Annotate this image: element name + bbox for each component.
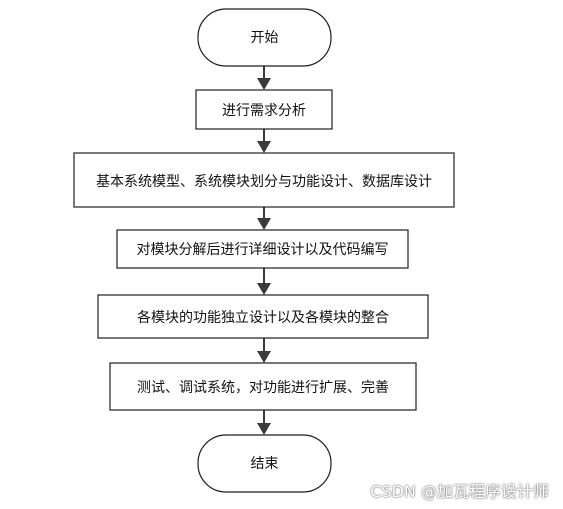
step-box-4	[97, 294, 429, 339]
step-node-2: 基本系统模型、系统模块划分与功能设计、数据库设计	[73, 152, 455, 208]
step-node-5: 测试、调试系统，对功能进行扩展、完善	[109, 362, 417, 411]
end-terminal-shape	[197, 434, 332, 493]
step-box-2	[73, 152, 455, 208]
arrowhead-step-3-to-step-4	[257, 283, 271, 295]
step-box-1	[195, 89, 333, 130]
step-box-5	[109, 362, 417, 411]
step-node-3: 对模块分解后进行详细设计以及代码编写	[116, 229, 409, 269]
step-node-1: 进行需求分析	[195, 89, 333, 130]
step-node-4: 各模块的功能独立设计以及各模块的整合	[97, 294, 429, 339]
watermark: CSDN @加瓦程序设计师	[370, 482, 549, 501]
step-label-2: 基本系统模型、系统模块划分与功能设计、数据库设计	[96, 173, 432, 190]
arrowhead-step-4-to-step-5	[257, 351, 271, 363]
step-label-1: 进行需求分析	[222, 103, 306, 119]
step-box-3	[116, 229, 409, 269]
step-label-3: 对模块分解后进行详细设计以及代码编写	[137, 242, 389, 258]
end-label: 结束	[251, 456, 279, 472]
start-label: 开始	[251, 30, 279, 46]
start-terminal-shape	[197, 8, 332, 67]
connectors	[257, 66, 271, 435]
step-label-4: 各模块的功能独立设计以及各模块的整合	[137, 310, 389, 326]
arrowhead-start-to-step-1	[257, 78, 271, 90]
end-node: 结束	[197, 434, 332, 493]
arrowhead-step-1-to-step-2	[257, 141, 271, 153]
step-label-5: 测试、调试系统，对功能进行扩展、完善	[137, 380, 389, 396]
arrowhead-step-2-to-step-3	[257, 218, 271, 230]
arrowhead-step-5-to-end	[257, 423, 271, 435]
start-node: 开始	[197, 8, 332, 67]
